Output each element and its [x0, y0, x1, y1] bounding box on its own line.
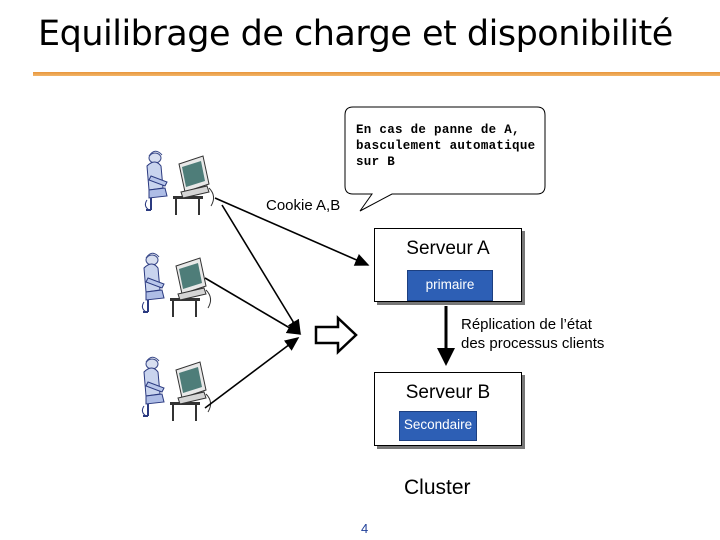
request-arrow-user-2 — [204, 277, 302, 335]
server-b-name: Serveur B — [405, 382, 491, 403]
server-a-box: Serveur A primaire — [374, 228, 522, 302]
request-arrow-user-1 — [221, 204, 301, 335]
user-at-computer-icon — [141, 252, 212, 318]
callout-bubble — [344, 106, 546, 212]
slide-title: Equilibrage de charge et disponibilité — [38, 14, 673, 54]
server-a-role-badge: primaire — [407, 270, 493, 301]
cluster-label: Cluster — [404, 476, 471, 499]
cookie-label: Cookie A,B — [266, 197, 341, 214]
user-at-computer-icon — [141, 356, 212, 422]
replication-line: Réplication de l’état — [461, 316, 592, 333]
failover-callout-text: En cas de panne de A, basculement automa… — [356, 122, 551, 170]
page-number: 4 — [361, 521, 369, 536]
hollow-right-arrow-icon — [314, 315, 358, 355]
replication-down-arrow-icon — [437, 348, 455, 366]
callout-line: En cas de panne de A, — [356, 123, 520, 137]
title-rule — [33, 72, 720, 76]
server-a-name: Serveur A — [406, 238, 490, 259]
server-b-role-badge: Secondaire — [399, 411, 477, 441]
request-arrow-to-server-a — [214, 197, 370, 266]
replication-line: des processus clients — [461, 335, 605, 352]
callout-line: sur B — [356, 155, 396, 169]
replication-label: Réplication de l’état des processus clie… — [461, 315, 604, 353]
callout-line: basculement automatique — [356, 139, 536, 153]
request-arrow-user-3 — [204, 337, 300, 409]
server-b-box: Serveur B Secondaire — [374, 372, 522, 446]
user-at-computer-icon — [144, 150, 215, 216]
